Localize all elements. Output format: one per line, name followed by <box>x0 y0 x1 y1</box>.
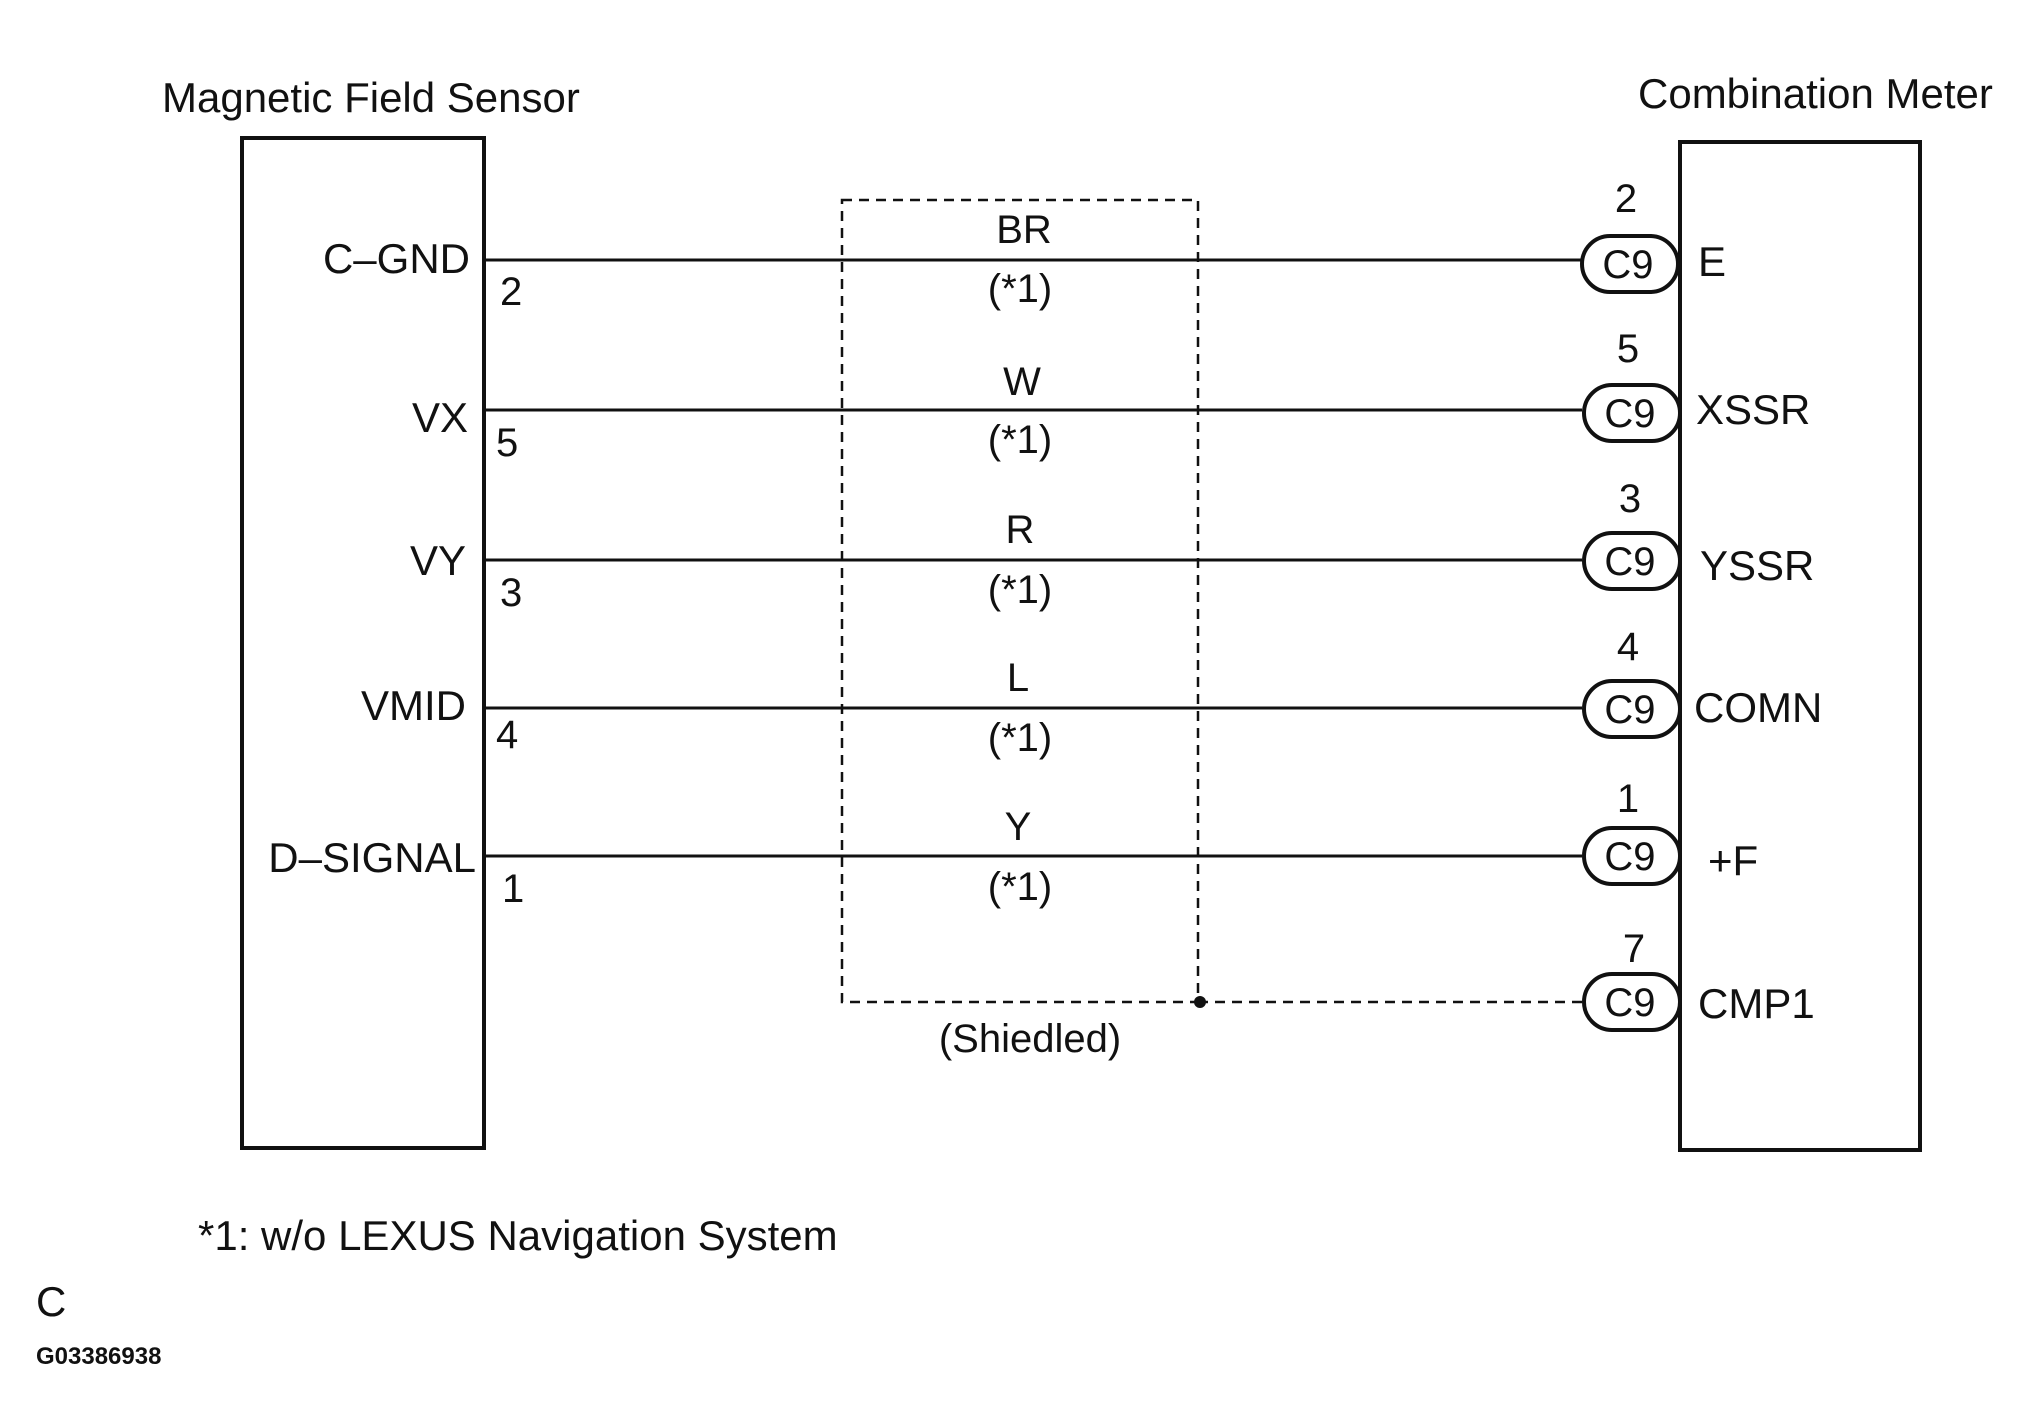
connector-label: C9 <box>1604 540 1655 584</box>
connector-oval <box>1582 972 1682 1032</box>
meter-box <box>1678 140 1922 1152</box>
meter-pin-label: +F <box>1708 837 1758 884</box>
connector-label: C9 <box>1604 392 1655 436</box>
wire-color: R <box>1006 508 1035 552</box>
wire-color: L <box>1007 656 1029 700</box>
wire-note: (*1) <box>988 267 1052 311</box>
wire-color: Y <box>1005 805 1032 849</box>
meter-pin-number: 1 <box>1617 777 1639 821</box>
meter-pin-label: CMP1 <box>1698 980 1815 1027</box>
connector-oval <box>1582 531 1682 591</box>
corner-letter: C <box>36 1278 66 1325</box>
connector-oval <box>1582 826 1682 886</box>
wire-color: BR <box>996 208 1052 252</box>
meter-pin-number: 7 <box>1623 927 1645 971</box>
sensor-title: Magnetic Field Sensor <box>162 74 580 121</box>
sensor-pin-label: C–GND <box>323 235 470 282</box>
meter-title: Combination Meter <box>1638 70 1993 117</box>
meter-pin-number: 5 <box>1617 327 1639 371</box>
meter-pin-number: 3 <box>1619 477 1641 521</box>
meter-pin-label: E <box>1698 238 1726 285</box>
shield-label: (Shiedled) <box>939 1017 1121 1061</box>
sensor-box <box>240 136 486 1150</box>
connector-oval <box>1580 234 1680 294</box>
sensor-pin-label: VMID <box>361 682 466 729</box>
connector-oval <box>1582 679 1682 739</box>
connector-label: C9 <box>1604 688 1655 732</box>
circuit-row: VX 5 W (*1) 5 C9 XSSR <box>412 327 1810 465</box>
sensor-pin-label: D–SIGNAL <box>268 834 476 881</box>
meter-pin-number: 4 <box>1617 625 1639 669</box>
sensor-pin-label: VX <box>412 394 468 441</box>
sensor-pin-number: 2 <box>500 270 522 314</box>
sensor-pin-number: 4 <box>496 713 518 757</box>
meter-pin-number: 2 <box>1615 177 1637 221</box>
sensor-pin-label: VY <box>410 537 466 584</box>
wire-note: (*1) <box>988 716 1052 760</box>
connector-label: C9 <box>1604 835 1655 879</box>
meter-pin-label: XSSR <box>1696 386 1810 433</box>
meter-pin-label: COMN <box>1694 684 1822 731</box>
circuit-row: VY 3 R (*1) 3 C9 YSSR <box>410 477 1814 615</box>
footnote: *1: w/o LEXUS Navigation System <box>198 1212 838 1259</box>
sensor-pin-number: 5 <box>496 421 518 465</box>
circuit-row: VMID 4 L (*1) 4 C9 COMN <box>361 625 1822 760</box>
wire-note: (*1) <box>988 418 1052 462</box>
connector-oval <box>1582 383 1682 443</box>
wire-note: (*1) <box>988 568 1052 612</box>
connector-label: C9 <box>1604 981 1655 1025</box>
shield-junction-dot <box>1194 996 1206 1008</box>
sensor-pin-number: 1 <box>502 867 524 911</box>
circuit-row: 7 C9 CMP1 <box>1582 927 1815 1032</box>
connector-label: C9 <box>1602 243 1653 287</box>
wire-note: (*1) <box>988 865 1052 909</box>
figure-code: G03386938 <box>36 1343 161 1370</box>
wire-color: W <box>1003 360 1041 404</box>
sensor-pin-number: 3 <box>500 571 522 615</box>
meter-pin-label: YSSR <box>1700 542 1814 589</box>
circuit-row: C–GND 2 BR (*1) 2 C9 E <box>323 177 1726 314</box>
circuit-row: D–SIGNAL 1 Y (*1) 1 C9 +F <box>268 777 1758 911</box>
